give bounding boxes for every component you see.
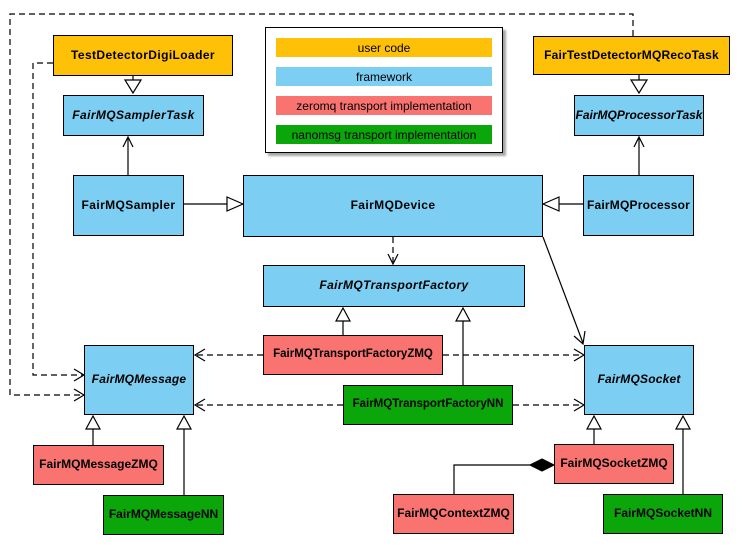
legend-item-zeromq: zeromq transport implementation	[276, 96, 492, 115]
edge-factoryzmq-inherits-factory	[334, 306, 352, 335]
node-fairmq-socket-zmq: FairMQSocketZMQ	[554, 444, 674, 484]
legend-item-framework: framework	[276, 67, 492, 86]
edge-factorynn-inherits-factory	[454, 306, 472, 385]
node-fairmq-device: FairMQDevice	[243, 175, 543, 237]
edge-factoryzmq-creates-socket	[443, 348, 586, 362]
legend-label: framework	[355, 69, 412, 84]
node-fairmq-sampler: FairMQSampler	[73, 175, 184, 236]
node-fairmq-message-zmq: FairMQMessageZMQ	[33, 445, 164, 485]
legend-box: user code framework zeromq transport imp…	[265, 27, 503, 153]
edge-sampler-samplertask	[122, 135, 134, 175]
edge-socketnn-inherits-socket	[674, 414, 692, 494]
edge-recotask-uses-message-arrowhead	[73, 388, 86, 402]
edge-messagenn-inherits-message	[175, 414, 193, 495]
node-fair-test-detector-mq-reco-task: FairTestDetectorMQRecoTask	[533, 36, 730, 75]
node-fairmq-transport-factory: FairMQTransportFactory	[263, 265, 525, 307]
edge-recotask-processortask	[629, 75, 649, 95]
edge-factoryzmq-creates-message	[193, 348, 263, 362]
node-fairmq-message-nn: FairMQMessageNN	[103, 495, 224, 535]
edge-processor-inherits-device	[541, 196, 583, 212]
node-fairmq-processor-task: FairMQProcessorTask	[574, 95, 704, 136]
edge-messagezmq-inherits-message	[84, 414, 102, 445]
node-fairmq-socket: FairMQSocket	[584, 345, 694, 415]
node-test-detector-digi-loader: TestDetectorDigiLoader	[53, 35, 233, 76]
edge-device-uses-factory	[387, 237, 399, 266]
node-fairmq-transport-factory-zmq: FairMQTransportFactoryZMQ	[263, 335, 443, 375]
legend-item-nanomsg: nanomsg transport implementation	[276, 125, 492, 144]
legend-item-user-code: user code	[276, 38, 492, 57]
legend-label: user code	[357, 40, 411, 55]
node-fairmq-sampler-task: FairMQSamplerTask	[63, 95, 204, 136]
node-fairmq-message: FairMQMessage	[84, 345, 194, 415]
node-fairmq-context-zmq: FairMQContextZMQ	[393, 494, 514, 534]
node-fairmq-socket-nn: FairMQSocketNN	[603, 494, 723, 534]
edge-digiloader-samplertask	[123, 76, 143, 95]
legend-label: zeromq transport implementation	[296, 98, 472, 113]
edge-device-socket	[542, 236, 586, 346]
node-fairmq-transport-factory-nn: FairMQTransportFactoryNN	[343, 385, 513, 425]
legend-label: nanomsg transport implementation	[291, 127, 477, 142]
edge-processor-processortask	[633, 135, 645, 175]
edge-factorynn-creates-socket	[513, 398, 586, 412]
edge-sampler-inherits-device	[184, 196, 245, 212]
node-fairmq-processor: FairMQProcessor	[583, 175, 694, 236]
edge-socketzmq-owns-contextzmq	[453, 458, 556, 494]
edge-socketzmq-inherits-socket	[585, 414, 603, 444]
edge-factorynn-creates-message	[193, 398, 343, 412]
edge-digiloader-uses-message-arrowhead	[73, 368, 86, 382]
